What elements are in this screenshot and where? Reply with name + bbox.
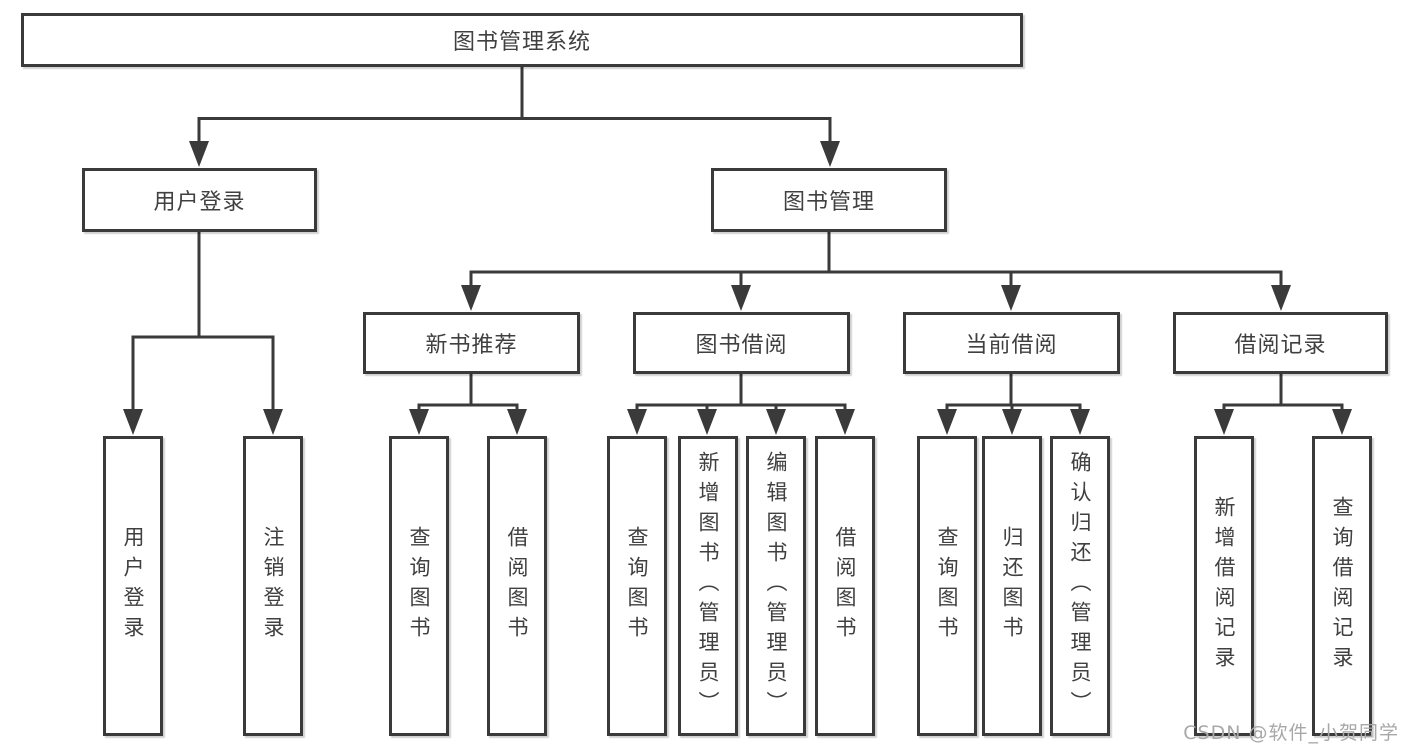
node-library-management-system: 图书管理系统 xyxy=(21,13,1023,67)
leaf-confirm-return-admin: 确认归还（管理员） xyxy=(1050,436,1110,736)
leaf-add-borrow-record: 新增借阅记录 xyxy=(1194,436,1254,736)
leaf-edit-books-admin: 编辑图书（管理员） xyxy=(746,436,806,736)
leaf-user-login: 用户登录 xyxy=(103,436,163,736)
leaf-add-books-admin: 新增图书（管理员） xyxy=(678,436,738,736)
leaf-borrow-books: 借阅图书 xyxy=(815,436,875,736)
leaf-query-borrow-record: 查询借阅记录 xyxy=(1312,436,1372,736)
node-user-login: 用户登录 xyxy=(82,168,317,232)
node-borrowing-records: 借阅记录 xyxy=(1173,312,1388,374)
leaf-return-books: 归还图书 xyxy=(982,436,1042,736)
node-book-borrowing: 图书借阅 xyxy=(633,312,850,374)
node-current-borrowing: 当前借阅 xyxy=(903,312,1120,374)
leaf-borrow-books: 借阅图书 xyxy=(487,436,547,736)
node-new-book-recommend: 新书推荐 xyxy=(363,312,580,374)
leaf-query-books: 查询图书 xyxy=(389,436,449,736)
leaf-query-books: 查询图书 xyxy=(917,436,977,736)
watermark: CSDN @软件_小贺同学 xyxy=(1183,722,1399,744)
leaf-query-books: 查询图书 xyxy=(607,436,667,736)
node-book-management: 图书管理 xyxy=(711,168,947,232)
leaf-logout: 注销登录 xyxy=(243,436,303,736)
arrowhead-icons xyxy=(123,141,1352,435)
